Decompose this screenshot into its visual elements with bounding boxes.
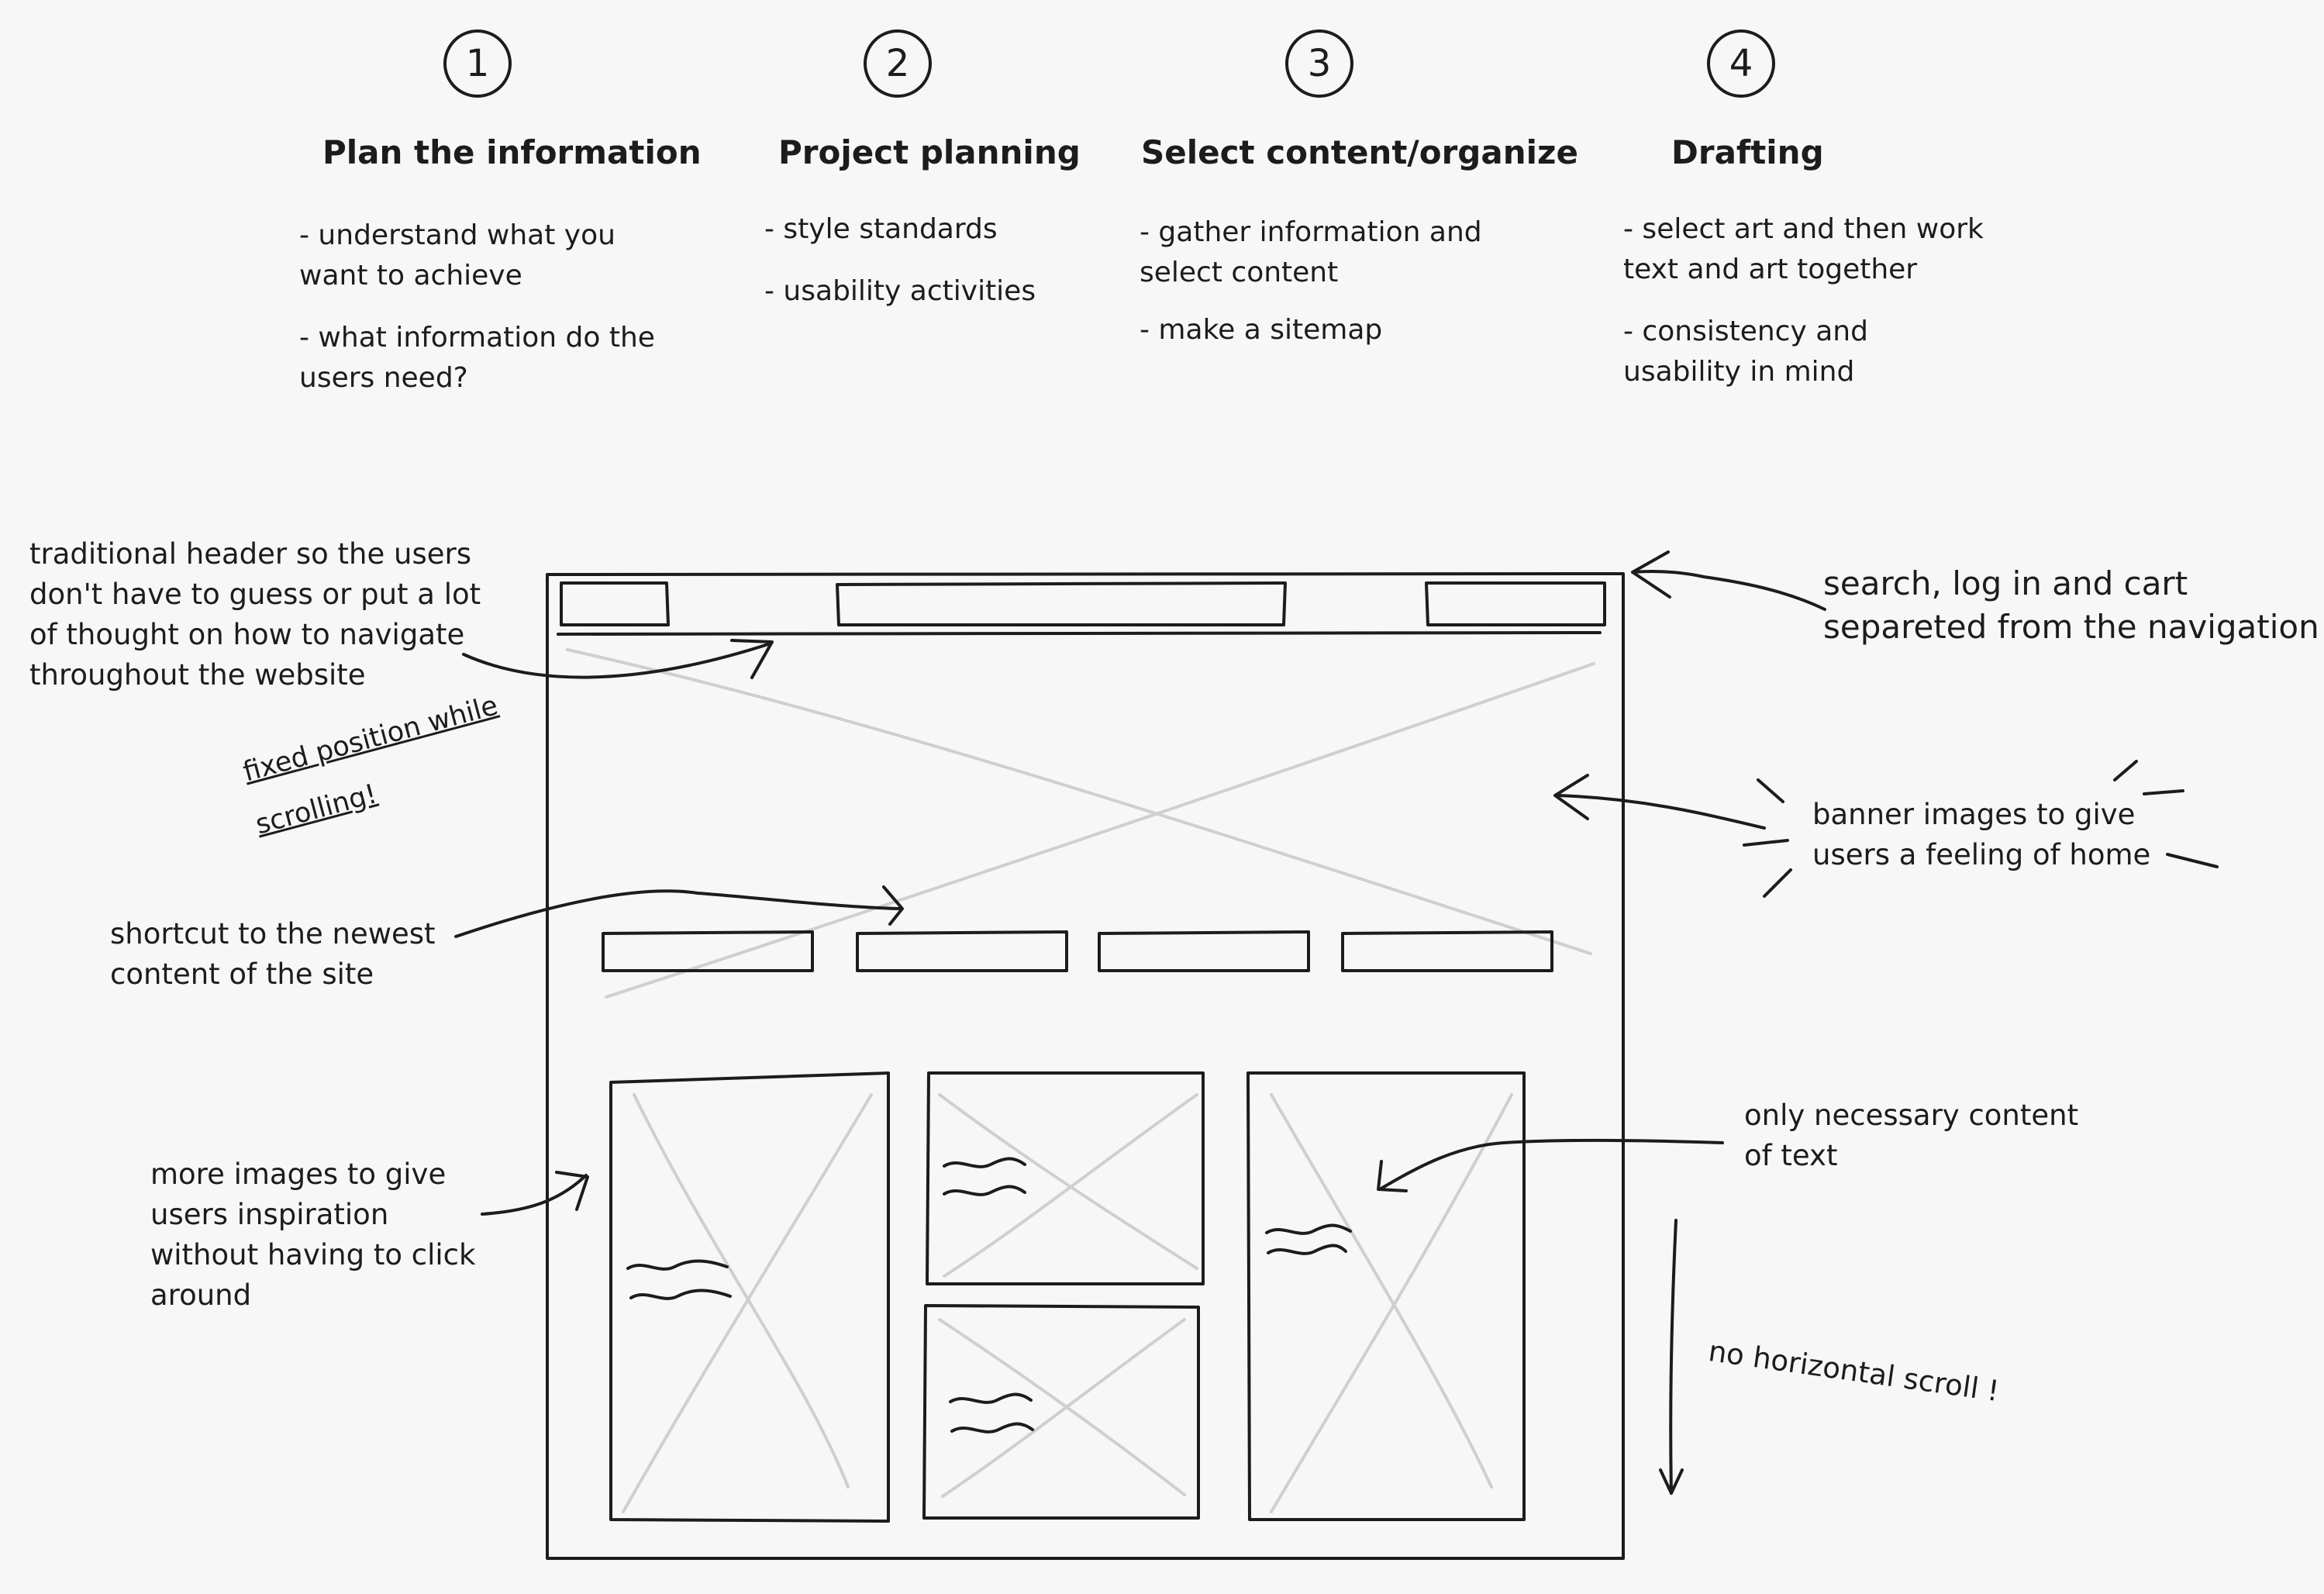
step-4-bullet: - consistency and [1623,316,1868,347]
card-3-cross-a [938,1318,1186,1496]
card-4-cross-b [1270,1093,1513,1513]
banner-note-line: users a feeling of home [1812,838,2151,871]
search-note-line: separeted from the navigation [1823,608,2319,646]
step-1-number: 1 [465,42,490,85]
arrow-text-note [1377,1139,1724,1192]
header-note-line: of thought on how to navigate [29,618,465,651]
shortcut-box-4 [1341,930,1553,972]
banner-note-line: banner images to give [1812,798,2136,831]
text-squiggles [626,1157,1352,1434]
step-3-bullet: select content [1140,257,1339,288]
header-divider-line [557,631,1602,636]
card-3-cross-b [941,1318,1186,1498]
search-note-line: search, log in and cart [1823,564,2188,602]
header-note-line: don't have to guess or put a lot [29,578,481,611]
images-note-line: users inspiration [150,1198,389,1231]
card-4-cross-a [1270,1093,1493,1489]
header-actions-box [1425,581,1606,626]
step-1-bullet: users need? [299,362,468,394]
shortcut-note-line: content of the site [110,957,374,991]
step-1-bullet: - what information do the [299,322,655,354]
step-3-title: Select content/organize [1141,133,1578,171]
arrow-scroll-down [1659,1219,1684,1495]
shortcut-box-1 [602,930,814,972]
step-3-circle [1285,29,1353,98]
card-2-cross-a [938,1093,1198,1270]
shortcut-note-line: shortcut to the newest [110,917,436,951]
header-note-line: traditional header so the users [29,537,471,571]
text-note-line: of text [1744,1139,1838,1172]
step-2-title: Project planning [778,133,1081,171]
images-note-line: without having to click [150,1238,476,1271]
step-1-bullet: - understand what you [299,219,615,251]
step-4-bullet: text and art together [1623,254,1918,285]
arrow-images-note [481,1171,589,1216]
shortcut-box-3 [1098,930,1310,972]
step-4-bullet: - select art and then work [1623,213,1984,245]
image-card-3 [922,1304,1200,1520]
card-2-cross-b [943,1093,1198,1278]
wireframe-browser-frame [546,572,1625,1560]
images-note-line: around [150,1278,252,1312]
step-1-title: Plan the information [322,133,702,171]
step-1-bullet: want to achieve [299,260,522,292]
step-3-bullet: - gather information and [1140,216,1482,248]
text-note-line: only necessary content [1744,1099,2079,1132]
step-4-circle [1707,29,1775,98]
step-3-number: 3 [1307,42,1332,85]
step-2-number: 2 [885,42,910,85]
banner-image-cross-a [566,648,1592,955]
step-2-circle [864,29,932,98]
header-nav-box [836,581,1287,626]
image-card-1 [609,1071,890,1523]
header-note-line: throughout the website [29,658,366,692]
arrow-shortcut-note [454,885,904,938]
shortcut-box-2 [856,930,1068,972]
step-2-bullet: - style standards [764,213,998,245]
arrow-header-note [462,639,774,679]
banner-image-cross-b [605,662,1595,999]
emphasis-strokes [1743,760,2219,898]
header-logo-box [560,581,670,626]
arrow-banner-note [1553,774,1766,830]
images-note-line: more images to give [150,1158,447,1191]
step-4-bullet: usability in mind [1623,356,1855,388]
step-4-title: Drafting [1671,133,1824,171]
step-4-number: 4 [1729,42,1753,85]
step-1-circle [443,29,512,98]
card-1-cross-b [622,1093,873,1513]
arrow-search-note [1631,550,1826,611]
image-card-4 [1246,1071,1526,1521]
image-card-2 [926,1071,1205,1285]
step-3-bullet: - make a sitemap [1140,314,1383,346]
placeholder-crosses [566,648,1595,1513]
step-2-bullet: - usability activities [764,275,1036,307]
card-1-cross-a [633,1093,850,1489]
